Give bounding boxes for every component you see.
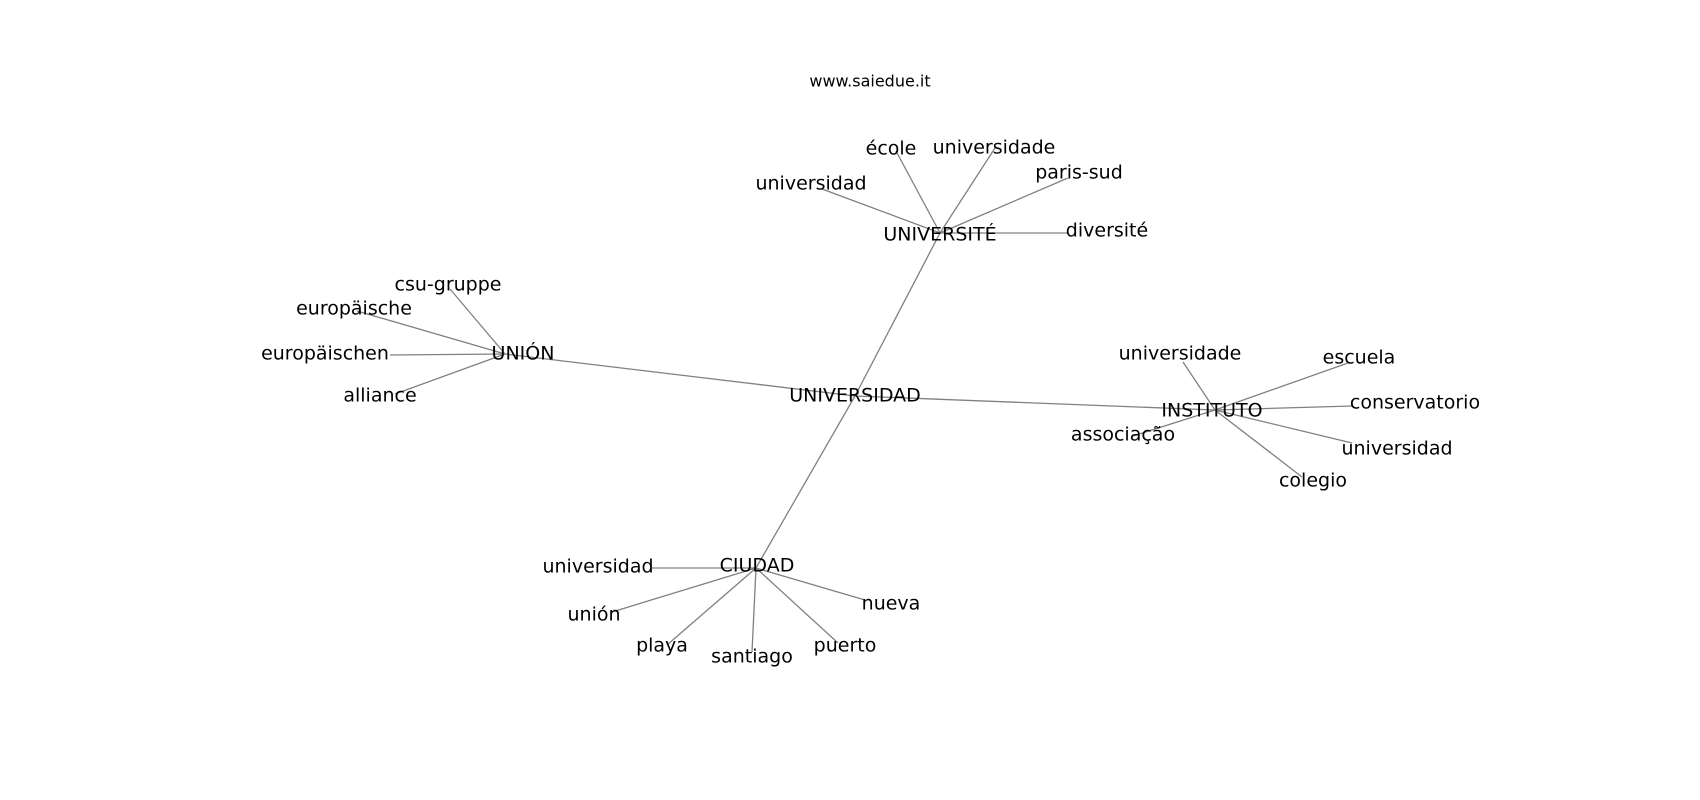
- node-label-union: UNIÓN: [492, 341, 555, 365]
- node-label-ciudad: CIUDAD: [720, 555, 795, 577]
- edge-root-union: [504, 353, 856, 397]
- node-label-ciudad-universidad: universidad: [542, 556, 653, 578]
- node-label-universite-universidad: universidad: [755, 173, 866, 195]
- node-label-union-europaischen: europäischen: [261, 343, 389, 365]
- edge-union-europaischen: [389, 353, 506, 356]
- edge-root-universite: [854, 232, 941, 397]
- node-label-ciudad-playa: playa: [636, 635, 688, 657]
- edge-root-ciudad: [755, 395, 856, 569]
- node-label-instituto: INSTITUTO: [1161, 400, 1262, 422]
- edge-instituto-escuela: [1214, 362, 1349, 411]
- node-label-instituto-universidade: universidade: [1119, 343, 1242, 365]
- edge-ciudad-union: [611, 567, 757, 613]
- edge-instituto-universidad: [1214, 409, 1353, 444]
- node-label-universidad-root: UNIVERSIDAD: [789, 385, 921, 407]
- node-label-union-csu-gruppe: csu-gruppe: [395, 274, 502, 296]
- edge-universite-universidade: [939, 147, 996, 234]
- edge-universite-paris-sud: [939, 177, 1069, 234]
- node-label-instituto-conservatorio: conservatorio: [1350, 392, 1480, 414]
- edge-union-alliance: [394, 353, 506, 395]
- node-label-union-alliance: alliance: [343, 385, 416, 407]
- edge-instituto-colegio: [1214, 409, 1303, 478]
- edge-instituto-universidade: [1182, 361, 1216, 411]
- node-label-ciudad-nueva: nueva: [862, 593, 921, 615]
- node-label-universite-diversite: diversité: [1066, 220, 1148, 242]
- edge-instituto-associacao: [1132, 409, 1216, 437]
- node-label-ciudad-puerto: puerto: [814, 635, 877, 657]
- graph-edges: [356, 147, 1353, 653]
- edge-universite-ecole: [895, 150, 941, 234]
- node-label-union-europaische: europäische: [296, 298, 412, 320]
- node-label-universite-universidade: universidade: [933, 137, 1056, 159]
- node-label-universite: UNIVERSITÉ: [883, 223, 996, 246]
- edge-ciudad-playa: [666, 567, 757, 646]
- edge-ciudad-nueva: [755, 567, 866, 601]
- node-label-ciudad-union: unión: [567, 604, 620, 626]
- edge-ciudad-santiago: [751, 567, 757, 653]
- edge-root-instituto: [854, 395, 1216, 411]
- node-label-universite-ecole: école: [866, 138, 917, 160]
- node-label-universite-paris-sud: paris-sud: [1035, 162, 1123, 184]
- node-label-instituto-colegio: colegio: [1279, 470, 1347, 492]
- edge-union-csu-gruppe: [449, 288, 506, 355]
- node-label-instituto-escuela: escuela: [1323, 347, 1396, 369]
- edge-instituto-conservatorio: [1214, 405, 1353, 411]
- edge-ciudad-puerto: [755, 567, 839, 644]
- edge-universite-universidad: [821, 188, 941, 234]
- node-label-ciudad-santiago: santiago: [711, 646, 793, 668]
- edge-union-europaische: [356, 310, 506, 355]
- graph-title: www.saiedue.it: [809, 72, 930, 91]
- node-label-instituto-associacao: associação: [1071, 424, 1175, 446]
- node-label-instituto-universidad: universidad: [1341, 438, 1452, 460]
